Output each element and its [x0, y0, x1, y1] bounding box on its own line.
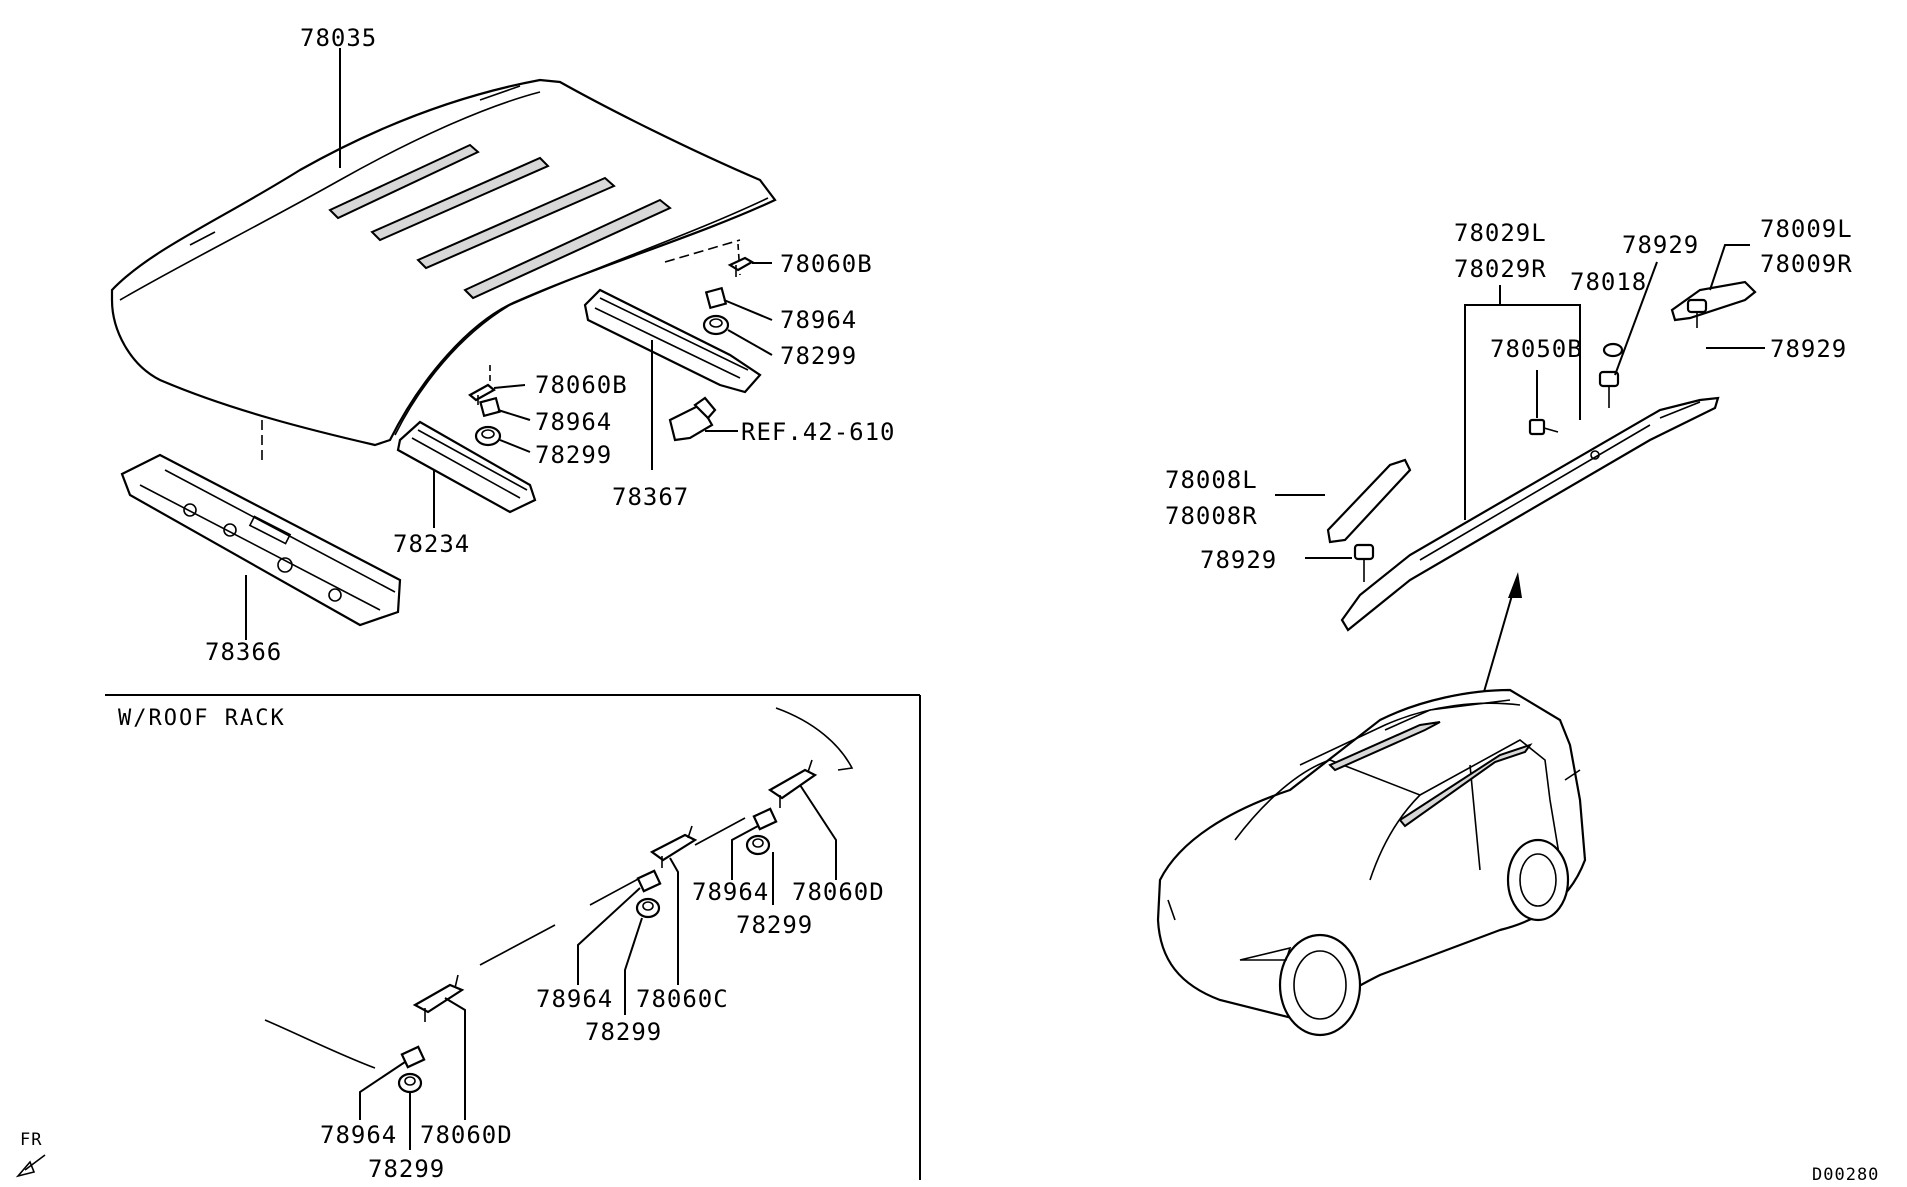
retainer-mid: [479, 396, 501, 418]
grommet-top-right: [702, 314, 730, 336]
clip-78060b-mid: [468, 383, 496, 405]
roof-edge-line: [264, 1019, 376, 1069]
label-rack-clip-d2: 78060D: [792, 878, 885, 906]
front-end-cap: [1326, 458, 1412, 544]
section-title: W/ROOF RACK: [118, 706, 286, 731]
label-rail-right: 78029R: [1454, 255, 1547, 283]
rack-clip-78060c: [649, 825, 698, 868]
rack-grommet-1: [397, 1072, 423, 1094]
label-bolt-top: 78929: [1622, 231, 1699, 259]
label-cap-rear-right: 78009R: [1760, 250, 1853, 278]
leader-rack-retainer-2: [577, 887, 641, 985]
rack-retainer-3: [752, 807, 778, 831]
label-reference: REF.42-610: [741, 418, 896, 446]
center-roof-bow: [396, 420, 537, 514]
label-rack-grommet-1: 78299: [368, 1155, 445, 1183]
vehicle-silhouette: [1156, 688, 1587, 1037]
label-bolt-rear: 78929: [1770, 335, 1847, 363]
rack-grommet-2: [635, 897, 661, 919]
label-rail-left: 78029L: [1454, 219, 1547, 247]
front-direction-arrow-icon: [15, 1154, 46, 1178]
label-clip-top: 78060B: [780, 250, 873, 278]
rack-retainer-1: [400, 1045, 426, 1069]
label-roof-panel: 78035: [300, 24, 377, 52]
dashed-reference-line: [664, 239, 741, 263]
leader-retainer-mid: [497, 409, 531, 421]
rack-retainer-2: [636, 869, 662, 893]
bolt-top: [1598, 370, 1620, 408]
label-rack-retainer-1: 78964: [320, 1121, 397, 1149]
label-clip-mid: 78060B: [535, 371, 628, 399]
drawing-code: D00280: [1812, 1165, 1879, 1185]
label-grommet-mid: 78299: [535, 441, 612, 469]
label-rack-retainer-2: 78964: [536, 985, 613, 1013]
label-retainer-mid: 78964: [535, 408, 612, 436]
plug-78018: [1602, 342, 1624, 358]
grommet-mid: [474, 425, 502, 447]
rack-clip-78060d-lower: [412, 974, 465, 1022]
clip-78060b-top: [727, 256, 755, 277]
label-cap-front-right: 78008R: [1165, 502, 1258, 530]
bolt-rear: [1686, 298, 1708, 328]
reference-connector: [668, 396, 717, 442]
roof-edge-line: [479, 924, 556, 966]
leader-rack-retainer-3: [731, 825, 759, 880]
leader-bolt-top: [1614, 261, 1658, 376]
leader-rack-grommet-2: [624, 917, 643, 1015]
roof-edge-line: [589, 877, 641, 906]
label-rack-retainer-3: 78964: [692, 878, 769, 906]
leader-rack-clip-c: [669, 857, 679, 985]
rack-clip-78060d-upper: [767, 759, 818, 808]
label-cap-rear-left: 78009L: [1760, 215, 1853, 243]
roof-edge-line: [775, 707, 854, 771]
rear-end-cap: [1670, 280, 1757, 322]
roof-panel: [110, 78, 777, 447]
front-header-panel: [120, 453, 402, 627]
leader-rack-clip-d1: [444, 997, 466, 1120]
roof-rail: [1340, 396, 1720, 632]
rail-clip-78050b: [1528, 418, 1559, 436]
leader-rack-clip-d2: [799, 784, 837, 880]
rack-grommet-3: [745, 834, 771, 856]
label-plug: 78018: [1570, 268, 1647, 296]
retainer-top-right: [704, 286, 728, 310]
label-rear-bow: 78367: [612, 483, 689, 511]
label-retainer-top: 78964: [780, 306, 857, 334]
label-rack-clip-c: 78060C: [636, 985, 729, 1013]
roof-edge-line: [694, 817, 746, 846]
label-bolt-front: 78929: [1200, 546, 1277, 574]
label-cap-front-left: 78008L: [1165, 466, 1258, 494]
rear-roof-bow: [583, 288, 762, 394]
leader-clip-mid: [493, 384, 526, 389]
label-rack-clip-d1: 78060D: [420, 1121, 513, 1149]
roof-rack-section-frame: [105, 694, 921, 1180]
label-center-bow: 78234: [393, 530, 470, 558]
leader-rack-retainer-1: [359, 1061, 406, 1120]
label-rack-grommet-3: 78299: [736, 911, 813, 939]
bolt-front: [1353, 543, 1375, 582]
leader-grommet-mid: [499, 439, 531, 453]
leader-rear-cap: [1709, 244, 1750, 291]
leader-grommet-top: [727, 329, 773, 356]
label-front-header: 78366: [205, 638, 282, 666]
leader-retainer-top: [723, 299, 773, 321]
label-rack-grommet-2: 78299: [585, 1018, 662, 1046]
bracket-rail: [1464, 304, 1581, 520]
label-grommet-top: 78299: [780, 342, 857, 370]
front-indicator-label: FR: [20, 1130, 42, 1150]
label-rail-clip: 78050B: [1490, 335, 1583, 363]
